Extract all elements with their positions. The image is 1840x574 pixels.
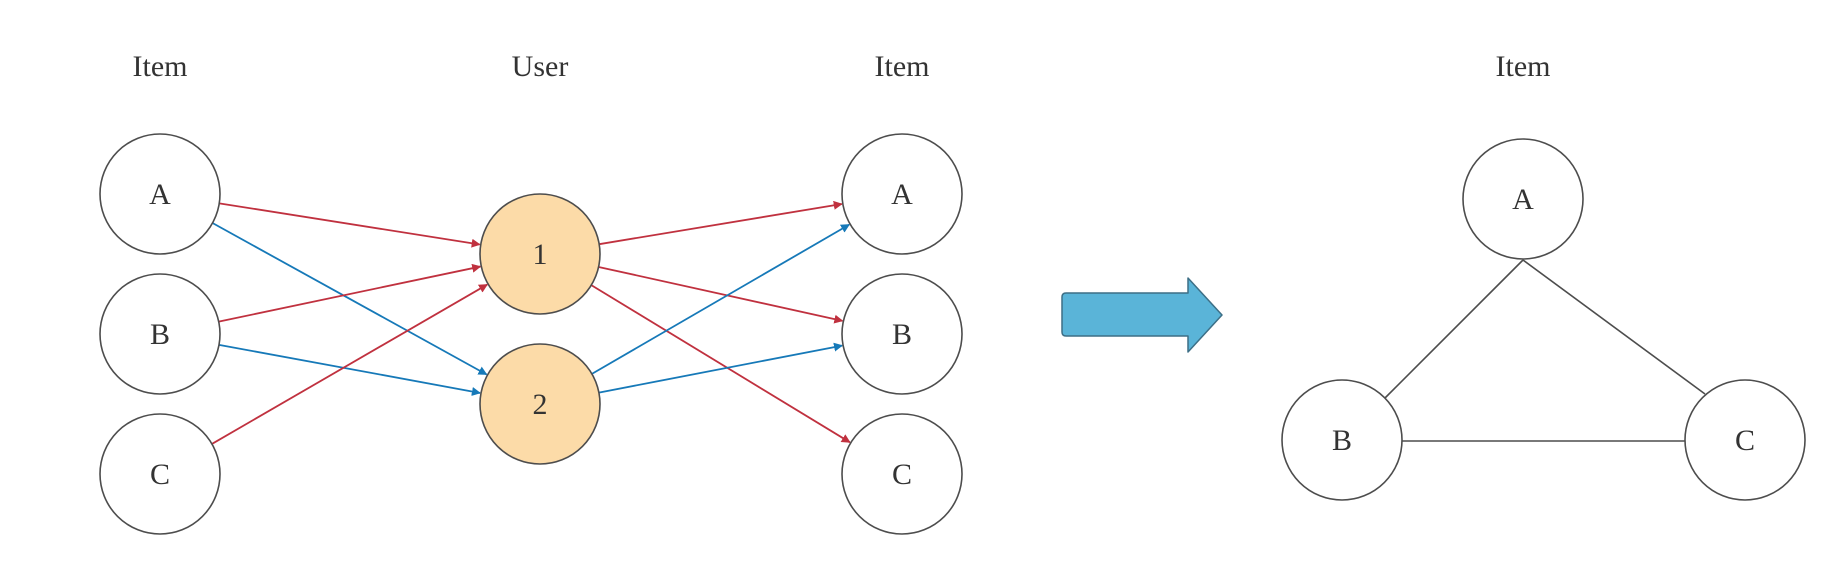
right-item-node-a: A (841, 133, 963, 255)
left-item-label-c: C (150, 458, 170, 491)
header-right-items: Item (875, 50, 930, 83)
result-label-b: B (1332, 424, 1352, 457)
edge-b-to-2 (218, 343, 481, 396)
edge-1-to-b-out (598, 266, 844, 324)
edge-b-to-1 (218, 263, 482, 323)
transform-arrow-icon (1061, 277, 1223, 353)
edge-a-to-2 (212, 222, 488, 376)
edge-1-to-a-out (599, 200, 843, 246)
edge-a-to-1 (219, 202, 481, 248)
edge-c-to-1 (211, 283, 488, 445)
header-users: User (512, 50, 569, 83)
user-node-1: 1 (479, 193, 601, 315)
edge-1-to-c-out (590, 284, 851, 444)
bipartite-edges (211, 200, 851, 445)
right-item-node-c: C (841, 413, 963, 535)
user-node-2: 2 (479, 343, 601, 465)
result-node-c: C (1684, 379, 1806, 501)
result-label-a: A (1512, 183, 1534, 216)
left-item-node-a: A (99, 133, 221, 255)
left-item-node-b: B (99, 273, 221, 395)
right-item-node-b: B (841, 273, 963, 395)
result-graph-edges (1384, 259, 1706, 442)
right-item-label-b: B (892, 318, 912, 351)
right-item-label-c: C (892, 458, 912, 491)
result-label-c: C (1735, 424, 1755, 457)
left-item-label-a: A (149, 178, 171, 211)
header-result-items: Item (1496, 50, 1551, 83)
edge-2-to-a-out (591, 223, 851, 375)
result-node-a: A (1462, 138, 1584, 260)
result-node-b: B (1281, 379, 1403, 501)
result-edge-a-c (1522, 259, 1706, 395)
user-label-2: 2 (533, 388, 548, 421)
right-item-label-a: A (891, 178, 913, 211)
left-item-label-b: B (150, 318, 170, 351)
left-item-node-c: C (99, 413, 221, 535)
user-label-1: 1 (533, 238, 548, 271)
header-left-items: Item (133, 50, 188, 83)
edge-2-to-b-out (598, 342, 843, 394)
result-edge-a-b (1384, 259, 1524, 399)
